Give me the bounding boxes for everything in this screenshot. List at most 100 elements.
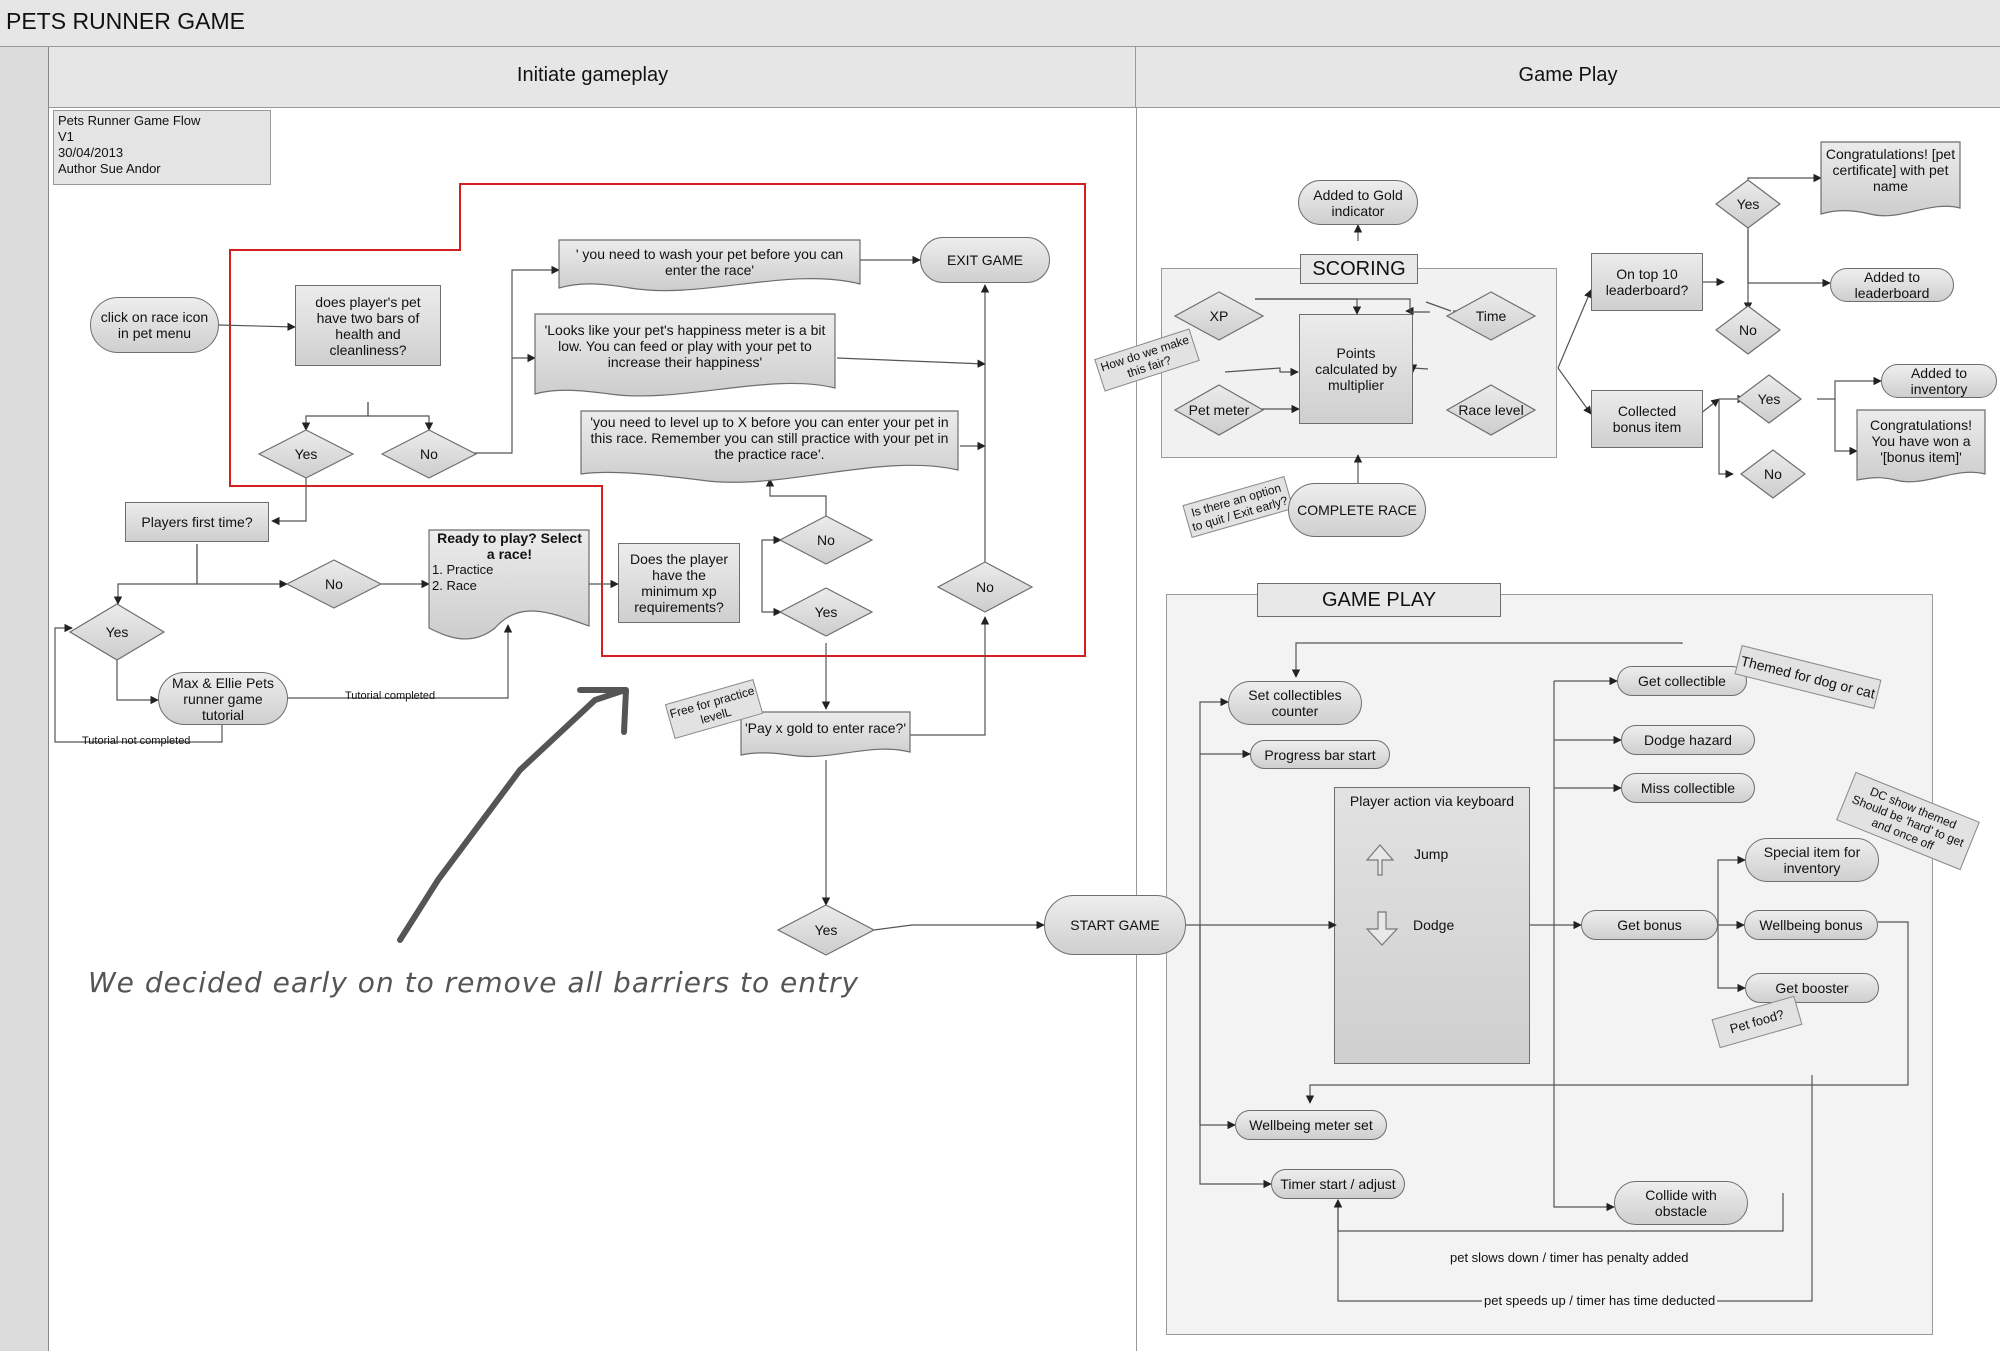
collected-bonus-item: Collected bonus item [1591, 390, 1703, 448]
pay-yes-label: Yes [814, 922, 838, 938]
set-collectibles-counter: Set collectibles counter [1228, 681, 1362, 725]
first-no-label: No [325, 576, 343, 592]
top10-question: On top 10 leaderboard? [1591, 253, 1703, 311]
diamond-bonus-no [1740, 449, 1806, 499]
doc-level [580, 410, 959, 483]
added-to-gold: Added to Gold indicator [1298, 180, 1418, 225]
tutorial-completed-label: Tutorial completed [345, 690, 436, 702]
barrier-outline [229, 183, 1086, 657]
diamond-top10-no [1715, 305, 1781, 355]
bonus-no-label: No [1764, 466, 1782, 482]
meta-line-3: 30/04/2013 [58, 145, 124, 160]
health-no-label: No [420, 446, 438, 462]
right-no-label: No [976, 579, 994, 595]
xp-no-label: No [817, 532, 835, 548]
game-play-label: GAME PLAY [1257, 583, 1501, 617]
lane-header-right [1136, 47, 2000, 108]
miss-collectible: Miss collectible [1621, 773, 1755, 803]
meta-line-4: Author Sue Andor [58, 161, 161, 176]
diamond-health-no [380, 429, 478, 479]
speed-up-label: pet speeds up / timer has time deducted [1482, 1293, 1718, 1308]
slow-down-label: pet slows down / timer has penalty added [1448, 1250, 1691, 1265]
diamond-xp-no [778, 515, 874, 565]
diamond-first-yes [68, 603, 166, 661]
lane-divider [1136, 108, 1137, 1351]
top10-no-label: No [1739, 322, 1757, 338]
diamond-bonus-yes [1736, 374, 1802, 424]
ready-option-practice: 1. Practice [432, 562, 494, 577]
diamond-right-no [936, 561, 1034, 613]
wellbeing-meter-set: Wellbeing meter set [1235, 1110, 1387, 1140]
diamond-top10-yes [1715, 179, 1781, 229]
lane-header-left [49, 47, 1136, 108]
player-action-title: Player action via keyboard [1349, 793, 1515, 809]
handwritten-annotation: We decided early on to remove all barrie… [88, 966, 860, 999]
xp-question: Does the player have the minimum xp requ… [618, 543, 740, 623]
bonus-yes-label: Yes [1757, 391, 1781, 407]
diamond-race-level [1445, 384, 1537, 436]
special-item-inventory: Special item for inventory [1745, 838, 1879, 882]
scoring-label: SCORING [1300, 254, 1418, 284]
happiness-message: 'Looks like your pet's happiness meter i… [544, 322, 826, 370]
wellbeing-bonus: Wellbeing bonus [1744, 910, 1878, 940]
dodge-hazard: Dodge hazard [1621, 725, 1755, 755]
diamond-pet-meter [1173, 384, 1265, 436]
first-yes-label: Yes [105, 624, 129, 640]
wash-message: ' you need to wash your pet before you c… [575, 246, 844, 278]
jump-label: Jump [1414, 846, 1449, 862]
jump-arrow-icon [1365, 844, 1395, 876]
get-collectible: Get collectible [1617, 666, 1747, 696]
diamond-health-yes [257, 429, 355, 479]
doc-pay [740, 711, 911, 758]
tutorial: Max & Ellie Pets runner game tutorial [158, 672, 288, 725]
xp-score-label: XP [1209, 308, 1229, 324]
diamond-xp-score [1173, 291, 1265, 341]
exit-game: EXIT GAME [920, 237, 1050, 283]
start-game: START GAME [1044, 895, 1186, 955]
dodge-arrow-icon [1365, 911, 1399, 946]
lane-title-left: Initiate gameplay [516, 64, 669, 86]
health-question: does player's pet have two bars of healt… [295, 285, 441, 366]
pet-meter-label: Pet meter [1188, 402, 1250, 418]
doc-happy [534, 313, 836, 397]
get-bonus: Get bonus [1581, 910, 1718, 940]
congrats-certificate: Congratulations! [pet certificate] with … [1825, 146, 1956, 194]
diamond-first-no [285, 559, 383, 609]
diamond-time [1445, 291, 1537, 341]
race-level-label: Race level [1458, 402, 1524, 418]
start-click-race-icon: click on race icon in pet menu [90, 297, 219, 353]
points-calculated: Points calculated by multiplier [1299, 314, 1413, 424]
ready-title: Ready to play? Select a race! [437, 530, 582, 562]
timer-start-adjust: Timer start / adjust [1271, 1169, 1405, 1199]
page-title: PETS RUNNER GAME [6, 8, 245, 34]
ready-to-play-doc: Ready to play? Select a race! 1. Practic… [432, 530, 587, 594]
level-message: 'you need to level up to X before you ca… [590, 414, 949, 462]
added-to-inventory: Added to inventory [1881, 364, 1997, 398]
dodge-label: Dodge [1413, 917, 1455, 933]
xp-yes-label: Yes [814, 604, 838, 620]
complete-race: COMPLETE RACE [1288, 483, 1426, 537]
left-gutter [0, 47, 49, 1351]
lane-title-right: Game Play [1518, 64, 1618, 86]
diamond-pay-yes [776, 904, 876, 956]
collide-with-obstacle: Collide with obstacle [1614, 1181, 1748, 1225]
meta-box: Pets Runner Game Flow V1 30/04/2013 Auth… [53, 110, 271, 185]
hand-drawn-arrow [397, 687, 628, 943]
ready-option-race: 2. Race [432, 578, 477, 593]
get-booster: Get booster [1745, 973, 1879, 1003]
doc-ready [428, 529, 590, 640]
congrats-bonus-item: Congratulations! You have won a '[bonus … [1870, 417, 1972, 465]
diamond-xp-yes [778, 587, 874, 637]
top10-yes-label: Yes [1736, 196, 1760, 212]
progress-bar-start: Progress bar start [1250, 740, 1390, 769]
pay-gold-message: 'Pay x gold to enter race?' [745, 720, 906, 736]
players-first-time: Players first time? [125, 502, 269, 542]
health-yes-label: Yes [294, 446, 318, 462]
added-to-leaderboard: Added to leaderboard [1830, 268, 1954, 302]
doc-congrats-bonus [1856, 409, 1986, 483]
doc-wash [558, 239, 861, 292]
meta-line-2: V1 [58, 129, 74, 144]
meta-line-1: Pets Runner Game Flow [58, 113, 201, 128]
tutorial-not-completed-label: Tutorial not completed [82, 735, 191, 747]
